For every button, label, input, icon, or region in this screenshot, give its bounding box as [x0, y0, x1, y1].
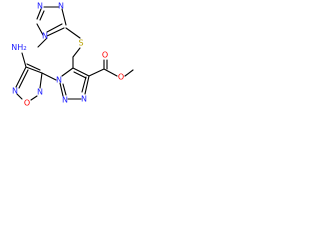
atom-o-ester: O — [118, 73, 124, 82]
bond-n-methyl — [37, 37, 48, 48]
bond-triazole-main-c5-c4-double — [73, 71, 87, 79]
atom-n-triazole-main-2: N — [62, 96, 68, 105]
bond-furazan-n-c-left-double — [18, 69, 29, 89]
bond-triazole-main-n2-n1-double — [62, 83, 67, 96]
bond-furazan-c-c-double — [26, 63, 41, 71]
nh2-subscript: 2 — [23, 46, 27, 52]
atom-n-triazole-top-1: N — [58, 2, 64, 11]
bond-triazole-top-e-double — [39, 10, 45, 21]
bond-furazan-n-o-right — [30, 95, 38, 101]
bond-triazole-top-b — [61, 8, 67, 26]
bond-furazan-c-c — [25, 66, 43, 74]
atom-o-furazan: O — [24, 99, 30, 108]
atom-n-furazan-left: N — [12, 87, 18, 96]
bond-triazole-main-n2-n1 — [59, 82, 64, 97]
atom-n-triazole-top-2: N — [37, 2, 43, 11]
atom-nh2-group: NH2 — [11, 43, 27, 53]
bond-triazole-main-n1-c5 — [61, 67, 74, 77]
bond-c-s — [65, 27, 81, 39]
bond-carbonyl-c-o-ester — [103, 68, 118, 77]
atom-s-thioether: S — [78, 39, 83, 48]
atom-n-triazole-main-3: N — [81, 95, 87, 104]
bond-triazole-top-c-double — [46, 23, 63, 33]
bond-s-ch2 — [72, 47, 81, 58]
bond-triazole-main-c5-c4 — [72, 67, 90, 77]
atom-labels: N N N S NH2 N O N N N N O O — [11, 2, 124, 108]
bonds — [15, 6, 134, 101]
nh2-label: NH — [11, 43, 23, 52]
bond-furazan-c-n-right — [39, 72, 43, 89]
bond-triazole-main-c4-n3-double — [81, 76, 87, 93]
bond-triazole-top-d — [36, 23, 44, 36]
bond-c-nh2 — [21, 52, 27, 68]
atom-o-carbonyl: O — [102, 51, 108, 60]
bond-triazole-top-e — [36, 8, 42, 20]
bond-o-methyl — [124, 69, 134, 77]
atom-n-triazole-main-1: N — [56, 76, 62, 85]
atom-n-triazole-top-methyl: N — [42, 32, 48, 41]
bond-furazan-o-n-left — [16, 93, 23, 100]
atom-n-furazan-right: N — [37, 88, 43, 97]
bond-n1-furazan — [41, 72, 57, 81]
bond-furazan-n-c-left — [15, 66, 27, 88]
chemical-structure-diagram: N N N S NH2 N O N N N N O O — [11, 2, 134, 108]
bond-c4-carbonyl-c — [88, 68, 105, 77]
bond-triazole-top-c — [46, 27, 65, 37]
bond-triazole-main-c4-n3 — [84, 75, 90, 95]
